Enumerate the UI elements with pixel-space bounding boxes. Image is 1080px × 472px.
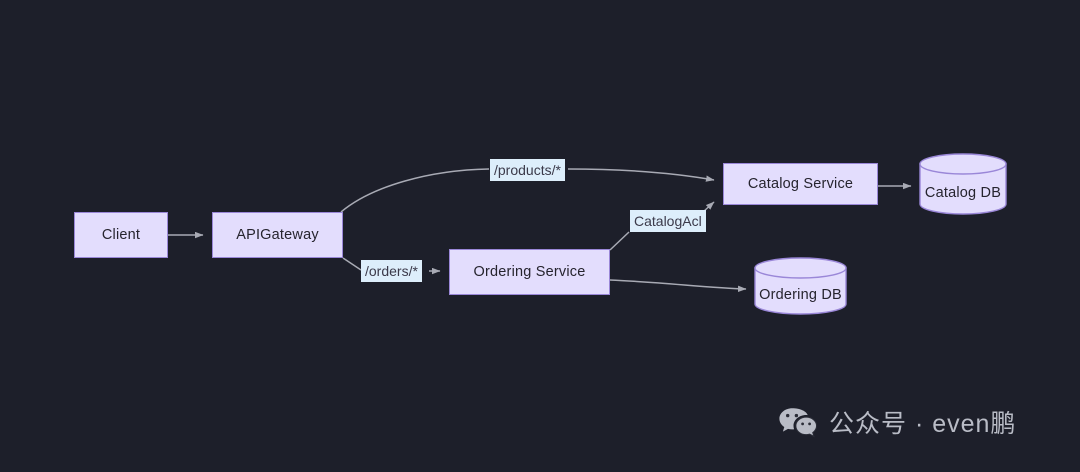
edge-label-products[interactable]: /products/* bbox=[490, 159, 565, 181]
edge-label-orders[interactable]: /orders/* bbox=[361, 260, 422, 282]
edge-apigateway-to-catalog-service bbox=[340, 168, 490, 213]
wechat-icon bbox=[778, 406, 818, 438]
node-ordering-service-label: Ordering Service bbox=[473, 264, 586, 280]
node-ordering-db-label: Ordering DB bbox=[759, 287, 842, 303]
cylinder-shape bbox=[754, 257, 847, 315]
node-ordering-service[interactable]: Ordering Service bbox=[449, 249, 610, 295]
edge-label-catalog-acl[interactable]: CatalogAcl bbox=[630, 210, 706, 232]
node-ordering-db[interactable]: Ordering DB bbox=[754, 257, 847, 315]
watermark: 公众号 · even鹏 bbox=[778, 404, 1016, 440]
node-catalog-db[interactable]: Catalog DB bbox=[919, 153, 1007, 215]
node-apigateway-label: APIGateway bbox=[236, 227, 319, 243]
node-catalog-service-label: Catalog Service bbox=[747, 176, 854, 192]
edge-apigateway-to-ordering-service bbox=[342, 257, 362, 271]
edge-ordering-service-to-catalog-service bbox=[609, 231, 630, 251]
edge-ordering-service-to-ordering-db bbox=[609, 279, 747, 292]
node-apigateway[interactable]: APIGateway bbox=[212, 212, 343, 258]
node-catalog-db-label: Catalog DB bbox=[924, 185, 1002, 201]
node-client-label: Client bbox=[101, 227, 141, 243]
edge-apigateway-to-catalog-service-tail bbox=[567, 168, 715, 182]
cylinder-shape bbox=[919, 153, 1007, 215]
node-client[interactable]: Client bbox=[74, 212, 168, 258]
node-catalog-service[interactable]: Catalog Service bbox=[723, 163, 878, 205]
watermark-text: 公众号 · even鹏 bbox=[829, 410, 1017, 438]
